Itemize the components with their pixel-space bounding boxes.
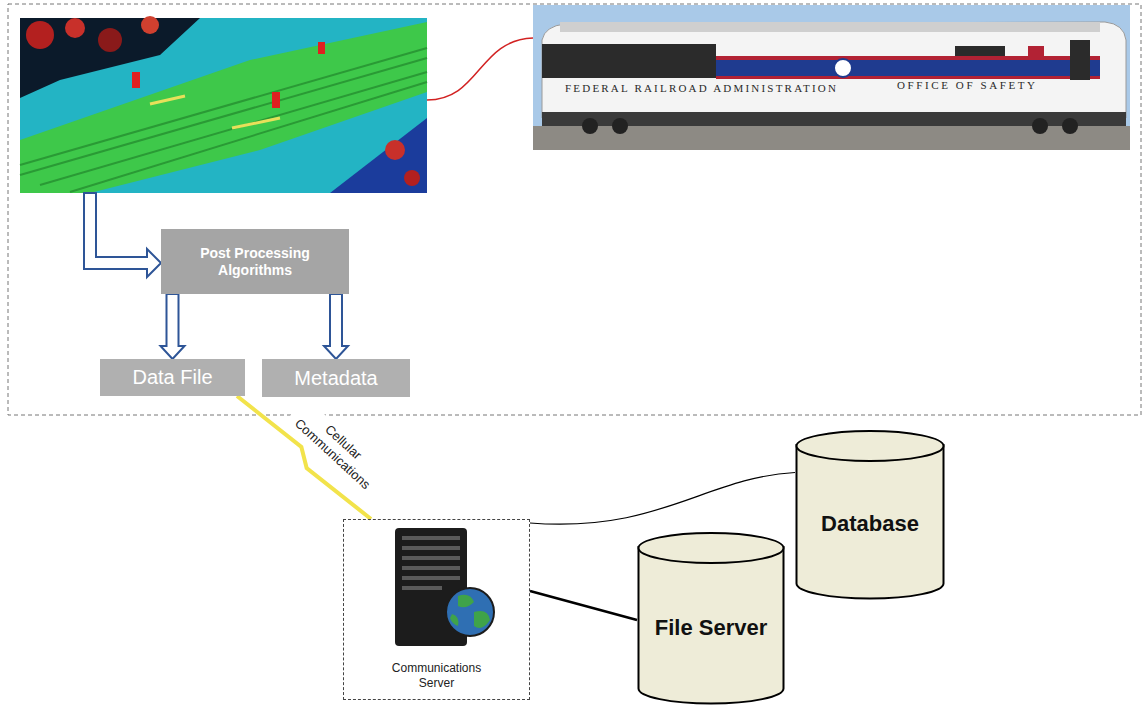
link-line [427, 38, 533, 100]
car-stripe [716, 60, 1100, 76]
server-slot [402, 546, 460, 550]
car-window [955, 46, 1005, 56]
point-cloud-tree [141, 16, 159, 34]
car-logo [834, 59, 852, 77]
car-wheel [612, 118, 628, 134]
car-lettering: FEDERAL RAILROAD ADMINISTRATION [565, 82, 838, 94]
node-text: File Server [655, 615, 768, 641]
point-cloud-trees-right [330, 118, 427, 193]
file-server-cylinder: File Server [637, 532, 785, 705]
car-stripe [716, 76, 1100, 79]
hollow-arrow [161, 294, 185, 359]
car-wheel [1032, 118, 1048, 134]
output-box: Metadata [262, 359, 410, 397]
car-flag [1028, 46, 1044, 56]
cylinder-top [639, 533, 784, 563]
server-box: Communications Server [343, 519, 530, 700]
output-box: Data File [100, 359, 245, 396]
node-text: Data File [132, 366, 212, 389]
server-slot [402, 536, 460, 540]
inspection-car-photo [533, 5, 1130, 150]
point-cloud-tree [404, 170, 420, 186]
node-text: Post Processing Algorithms [180, 245, 330, 279]
server-slot [402, 566, 460, 570]
point-cloud-tree [26, 21, 54, 49]
connector-line [530, 591, 637, 620]
point-cloud-signal [272, 92, 280, 108]
lidar-point-cloud [20, 16, 427, 193]
point-cloud-rail [20, 48, 427, 165]
point-cloud-gate-arm [150, 96, 185, 104]
point-cloud-signal [318, 42, 325, 54]
car-wheel [1062, 118, 1078, 134]
car-windows [542, 44, 716, 78]
vehicle-region-outline [8, 4, 1141, 415]
server-slot [402, 586, 442, 590]
process-box: Post Processing Algorithms [161, 229, 349, 294]
point-cloud-tree [385, 140, 405, 160]
car-door-window [1070, 40, 1090, 80]
point-cloud-rail [20, 58, 427, 175]
point-cloud-rail [70, 82, 427, 192]
node-text: Database [821, 511, 919, 537]
hollow-arrow [84, 193, 161, 277]
server-icon [395, 528, 494, 646]
point-cloud-gate-arm [232, 118, 280, 128]
car-wheel [582, 118, 598, 134]
point-cloud-tree [98, 28, 122, 52]
car-lettering: OFFICE OF SAFETY [897, 79, 1038, 91]
point-cloud-track-band [20, 22, 427, 193]
node-text: Communications Server [382, 661, 492, 691]
server-slot [402, 576, 460, 580]
cylinder-body [639, 547, 784, 704]
cylinder-body [797, 445, 944, 599]
database-cylinder: Database [795, 430, 945, 600]
car-roof [560, 22, 1100, 32]
car-stripe [716, 56, 1100, 60]
connector-curve [530, 473, 795, 525]
photo-sky [533, 5, 1130, 150]
car-body [542, 22, 1126, 118]
point-cloud-dark-area [20, 18, 200, 98]
globe-land [450, 595, 490, 628]
hollow-arrow [324, 294, 348, 359]
server-slot [402, 556, 460, 560]
node-text: Metadata [294, 367, 377, 390]
point-cloud-tree [65, 18, 85, 38]
cylinder-top [797, 431, 944, 461]
point-cloud-signal [132, 72, 140, 88]
point-cloud-ground [20, 18, 427, 193]
globe [446, 588, 494, 636]
